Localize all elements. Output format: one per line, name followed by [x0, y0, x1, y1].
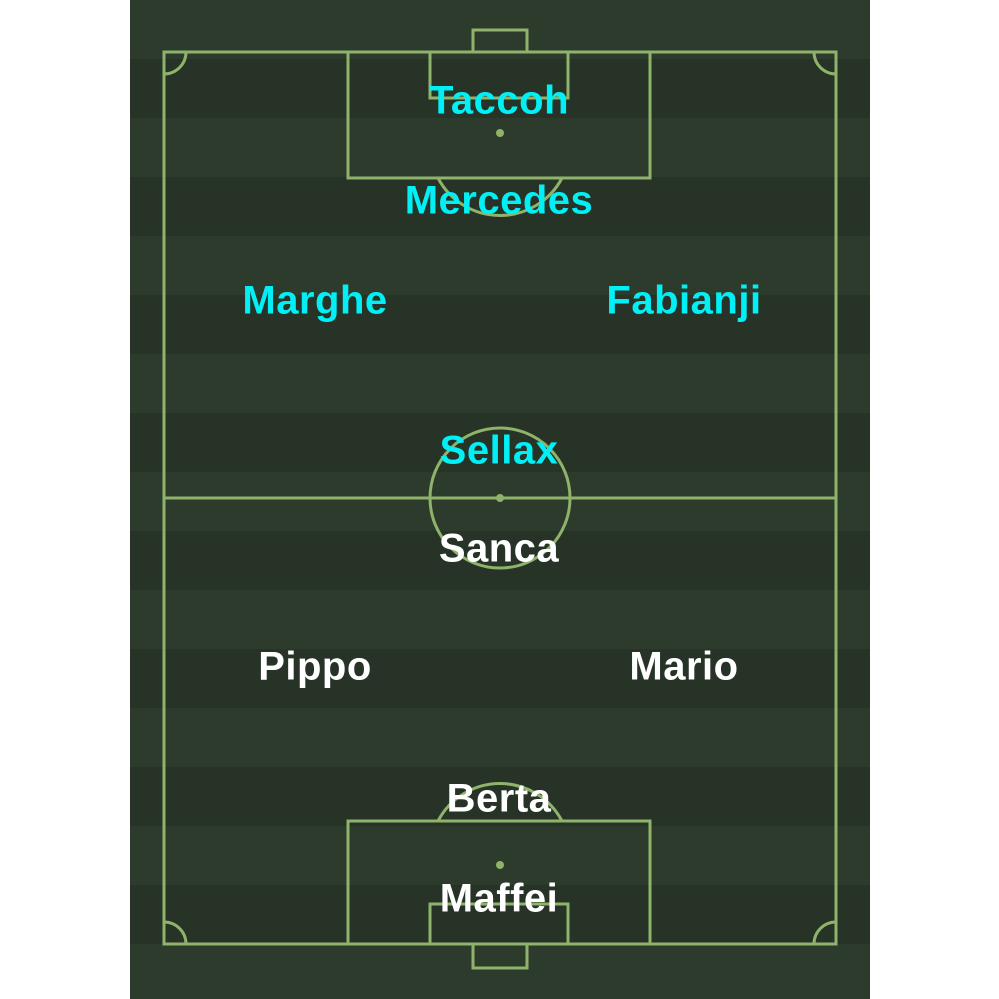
player-name: Sanca [438, 526, 560, 571]
player-name: Mario [629, 644, 739, 689]
pitch-markings [162, 28, 838, 970]
top-penalty-spot [496, 129, 504, 137]
player-name: Marghe [242, 278, 388, 323]
player-name: Mercedes [404, 178, 594, 223]
top-penalty-arc [436, 177, 564, 218]
corner-arc-top-right [812, 51, 837, 76]
player-name: Sellax [439, 428, 559, 473]
player-name: Fabianji [606, 278, 762, 323]
corner-arc-top-left [163, 51, 188, 76]
corner-arc-bottom-left [163, 920, 188, 945]
player-name: Pippo [258, 644, 372, 689]
corner-arc-bottom-right [812, 920, 837, 945]
player-name: Maffei [439, 876, 559, 921]
centre-spot [496, 494, 504, 502]
bottom-penalty-spot [496, 861, 504, 869]
top-goal [471, 28, 529, 54]
player-name: Taccoh [428, 78, 570, 123]
football-pitch [130, 0, 870, 999]
centre-circle [428, 426, 572, 570]
player-name: Berta [446, 776, 552, 821]
bottom-goal [471, 942, 529, 970]
bottom-penalty-arc [436, 781, 564, 822]
